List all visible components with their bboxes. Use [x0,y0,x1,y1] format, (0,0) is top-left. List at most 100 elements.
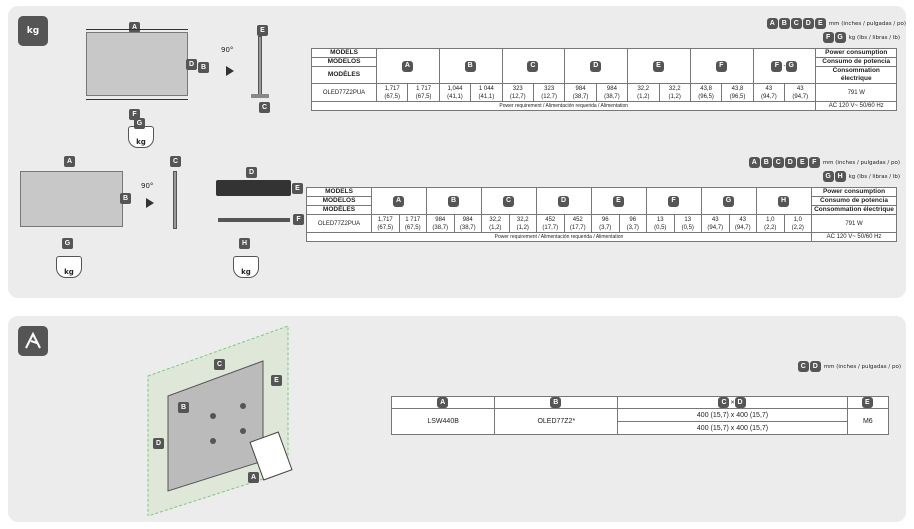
wall-tv-model-cell: OLED77Z2* [494,408,619,435]
value-cell: 43(94,7) [701,214,730,233]
value-cell: 1,0(2,2) [783,214,812,233]
value-cell: 984(38,7) [426,214,455,233]
col-header: A [371,187,427,215]
value-cell: 43,8(96,5) [721,83,754,102]
power-value: 791 W [811,214,897,233]
weight-box-icon: kg [18,16,48,46]
value-cell: 984(38,7) [595,83,629,102]
rotation-degree-2: 90° [141,182,154,190]
value-cell: 323(12,7) [501,83,534,102]
model-cell: OLED77Z2PUA [306,214,372,233]
wall-col-header: E [846,396,890,409]
col-header: C [501,48,566,84]
letter-f: F [808,157,820,168]
tv-side-drawing [258,36,262,98]
wall-mount-glyph [25,331,41,349]
power-header-fr: Consommation électrique [815,66,897,84]
col-header: B [426,187,482,215]
value-cell: 96(3,7) [591,214,620,233]
stand-drawing [251,94,269,98]
value-cell: 32,2(1,2) [658,83,691,102]
col-header: E [627,48,691,84]
letter-c: C [772,157,784,168]
col-header: D [564,48,629,84]
col-header: B [438,48,503,84]
tv-front-drawing [86,32,188,96]
letter-f: F [822,32,834,43]
weight-scale-icon-3: kg [233,256,259,278]
label-e: E [257,25,268,36]
letter-a: A [766,18,778,29]
scale-kg-label: kg [136,138,146,146]
label-a: A [129,22,140,33]
col-header: D [536,187,592,215]
modeles-header: MODÈLES [306,205,372,215]
letter-e: E [814,18,826,29]
power-req-label: Power requirement / Alimentación requeri… [306,232,812,242]
wall-col-header: B [494,396,619,409]
label-a2: A [64,156,75,167]
wm-label-a: A [248,472,259,483]
wall-cd-cell-2: 400 (15,7) x 400 (15,7) [617,421,848,435]
letter-g: G [723,195,734,207]
wall-screw-cell: M6 [846,408,890,435]
value-cell: 1,044(41,1) [438,83,472,102]
power-req-value: AC 120 V~ 50/60 Hz [815,101,897,111]
models-header: MODELS [306,187,372,197]
letter-g: G [834,32,846,43]
col-header: H [756,187,812,215]
scale-kg-label-3: kg [241,268,251,276]
letter-c: C [527,60,539,72]
letter-g: G [822,171,834,182]
label-e2: E [292,183,303,194]
letter-d: D [802,18,814,29]
dim-line-a [86,29,188,30]
label-g2: G [62,238,73,249]
letter-f: F [668,195,679,207]
arrow-icon [226,66,234,76]
modelos-header: MODELOS [306,196,372,206]
value-cell: 43(94,7) [784,83,817,102]
power-req-label: Power requirement / Alimentación requeri… [310,101,817,111]
label-f: F [129,109,140,120]
letter-c: C [797,361,809,372]
value-cell: 452(17,7) [536,214,565,233]
letter-b: B [760,157,772,168]
col-header: C [481,187,537,215]
letter-c: C [718,397,730,408]
wall-model-cell: LSW440B [390,408,496,435]
unit-text: kg (lbs / libras / lb) [848,34,900,41]
models-header: MODELS [311,48,377,58]
wm-label-d: D [153,438,164,449]
value-cell: 13(0,5) [673,214,702,233]
weight-scale-icon: kg [128,126,154,148]
rotation-degree: 90° [221,46,234,54]
unit-text: mm (inches / pulgadas / po) [822,159,900,166]
col-header: A [376,48,440,84]
unit-text: mm (inches / pulgadas / po) [823,363,901,370]
col-header: G [701,187,757,215]
letter-b: B [448,195,459,207]
power-header-es: Consumo de potencia [811,196,897,206]
value-cell: 452(17,7) [563,214,592,233]
wall-col-header: A [390,396,496,409]
letter-h: H [834,171,846,182]
value-cell: 96(3,7) [618,214,647,233]
value-cell: 1 717(67,5) [407,83,440,102]
wm-label-c: C [214,359,225,370]
value-cell: 1 717(67,5) [398,214,427,233]
label-d: D [186,59,197,70]
label-b: B [198,62,209,73]
power-value: 791 W [815,83,897,102]
letter-f: F [715,60,727,72]
value-cell: 1,717(67,5) [371,214,400,233]
letter-d: D [558,195,569,207]
modeles-header: MODÈLES [311,66,377,84]
letter-c: C [790,18,802,29]
